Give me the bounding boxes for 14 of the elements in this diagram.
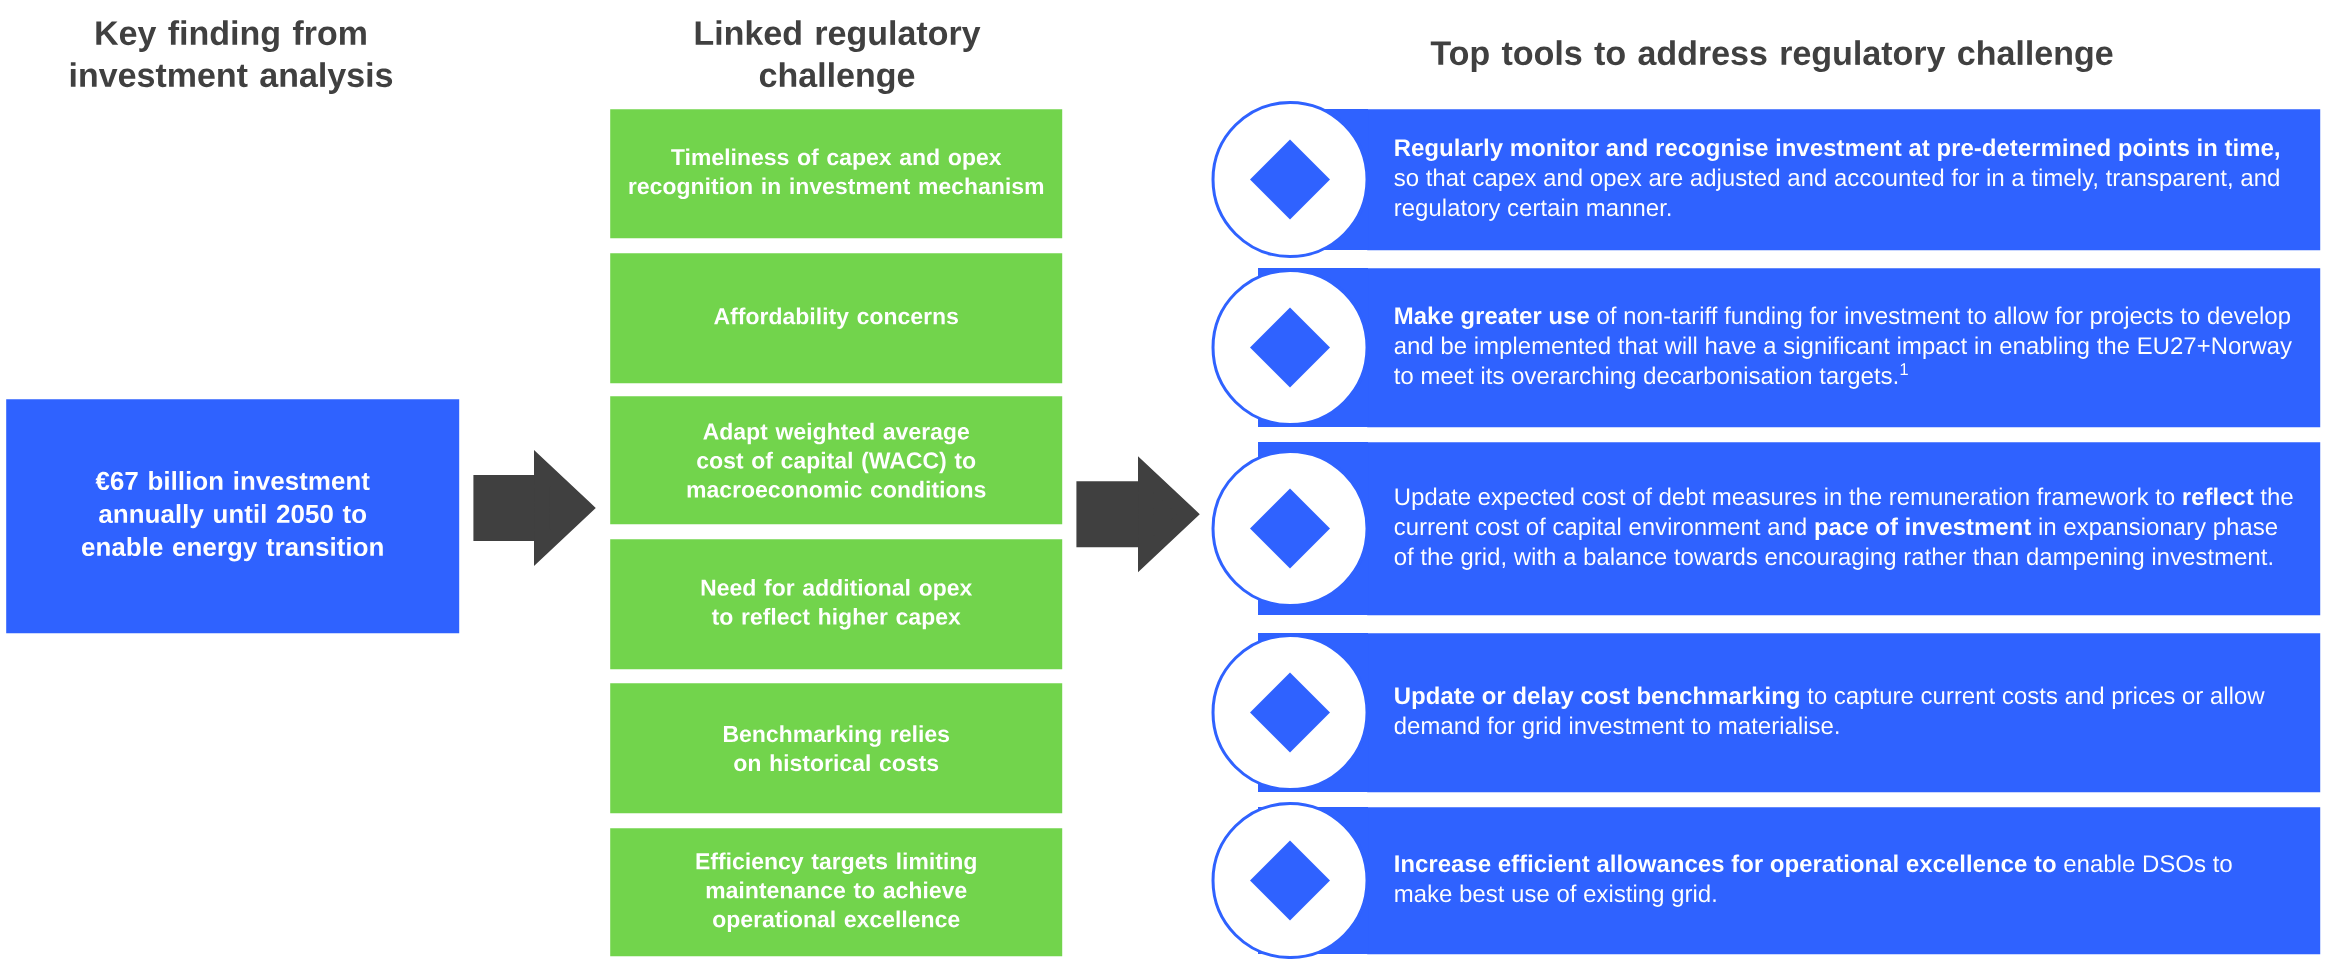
node-label: Update or delay cost benchmarking to capture current costs and prices or allow demand for grid investment to materialise. — [1394, 686, 2265, 739]
finding-box: €67 billion investment annually until 2050 to enable energy transition — [6, 399, 460, 634]
challenge-box: Affordability concerns — [610, 253, 1063, 384]
node-label: Increase efficient allowances for operational excellence to enable DSOs to make best use of existing grid. — [1395, 854, 2232, 907]
column-heading: Top tools to address regulatory challenge — [1430, 40, 2113, 73]
challenge-box: Adapt weighted average cost of capital (WACC) to macroeconomic conditions — [610, 396, 1063, 525]
challenge-box: Benchmarking relies on historical costs — [610, 683, 1063, 814]
node-label: Make greater use of non-tariff funding for investment to allow for projects to develop and be implemented that will have a significant impact in enabling the EU27+Norway to meet its overarching decarbonisation targets.$^{1}$ — [1394, 306, 2292, 389]
challenge-box: Efficiency targets limiting maintenance to achieve operational excellence — [610, 828, 1063, 957]
node-label: Regularly monitor and recognise investment at pre-determined points in time, so that capex and opex are adjusted and accounted for in a timely, transparent, and regulatory certain manner. — [1394, 138, 2279, 221]
node-label: Update expected cost of debt measures in the remuneration framework to reflect the current cost of capital environment and pace of investment in expansionary phase of the grid, with a balance towards encouraging rather than dampening investment. — [1394, 487, 2293, 570]
challenge-box: Need for additional opex to reflect higher capex — [610, 539, 1063, 670]
column-heading: Key finding from investment analysis — [70, 20, 393, 94]
challenge-box: Timeliness of capex and opex recognition in investment mechanism — [610, 109, 1063, 239]
